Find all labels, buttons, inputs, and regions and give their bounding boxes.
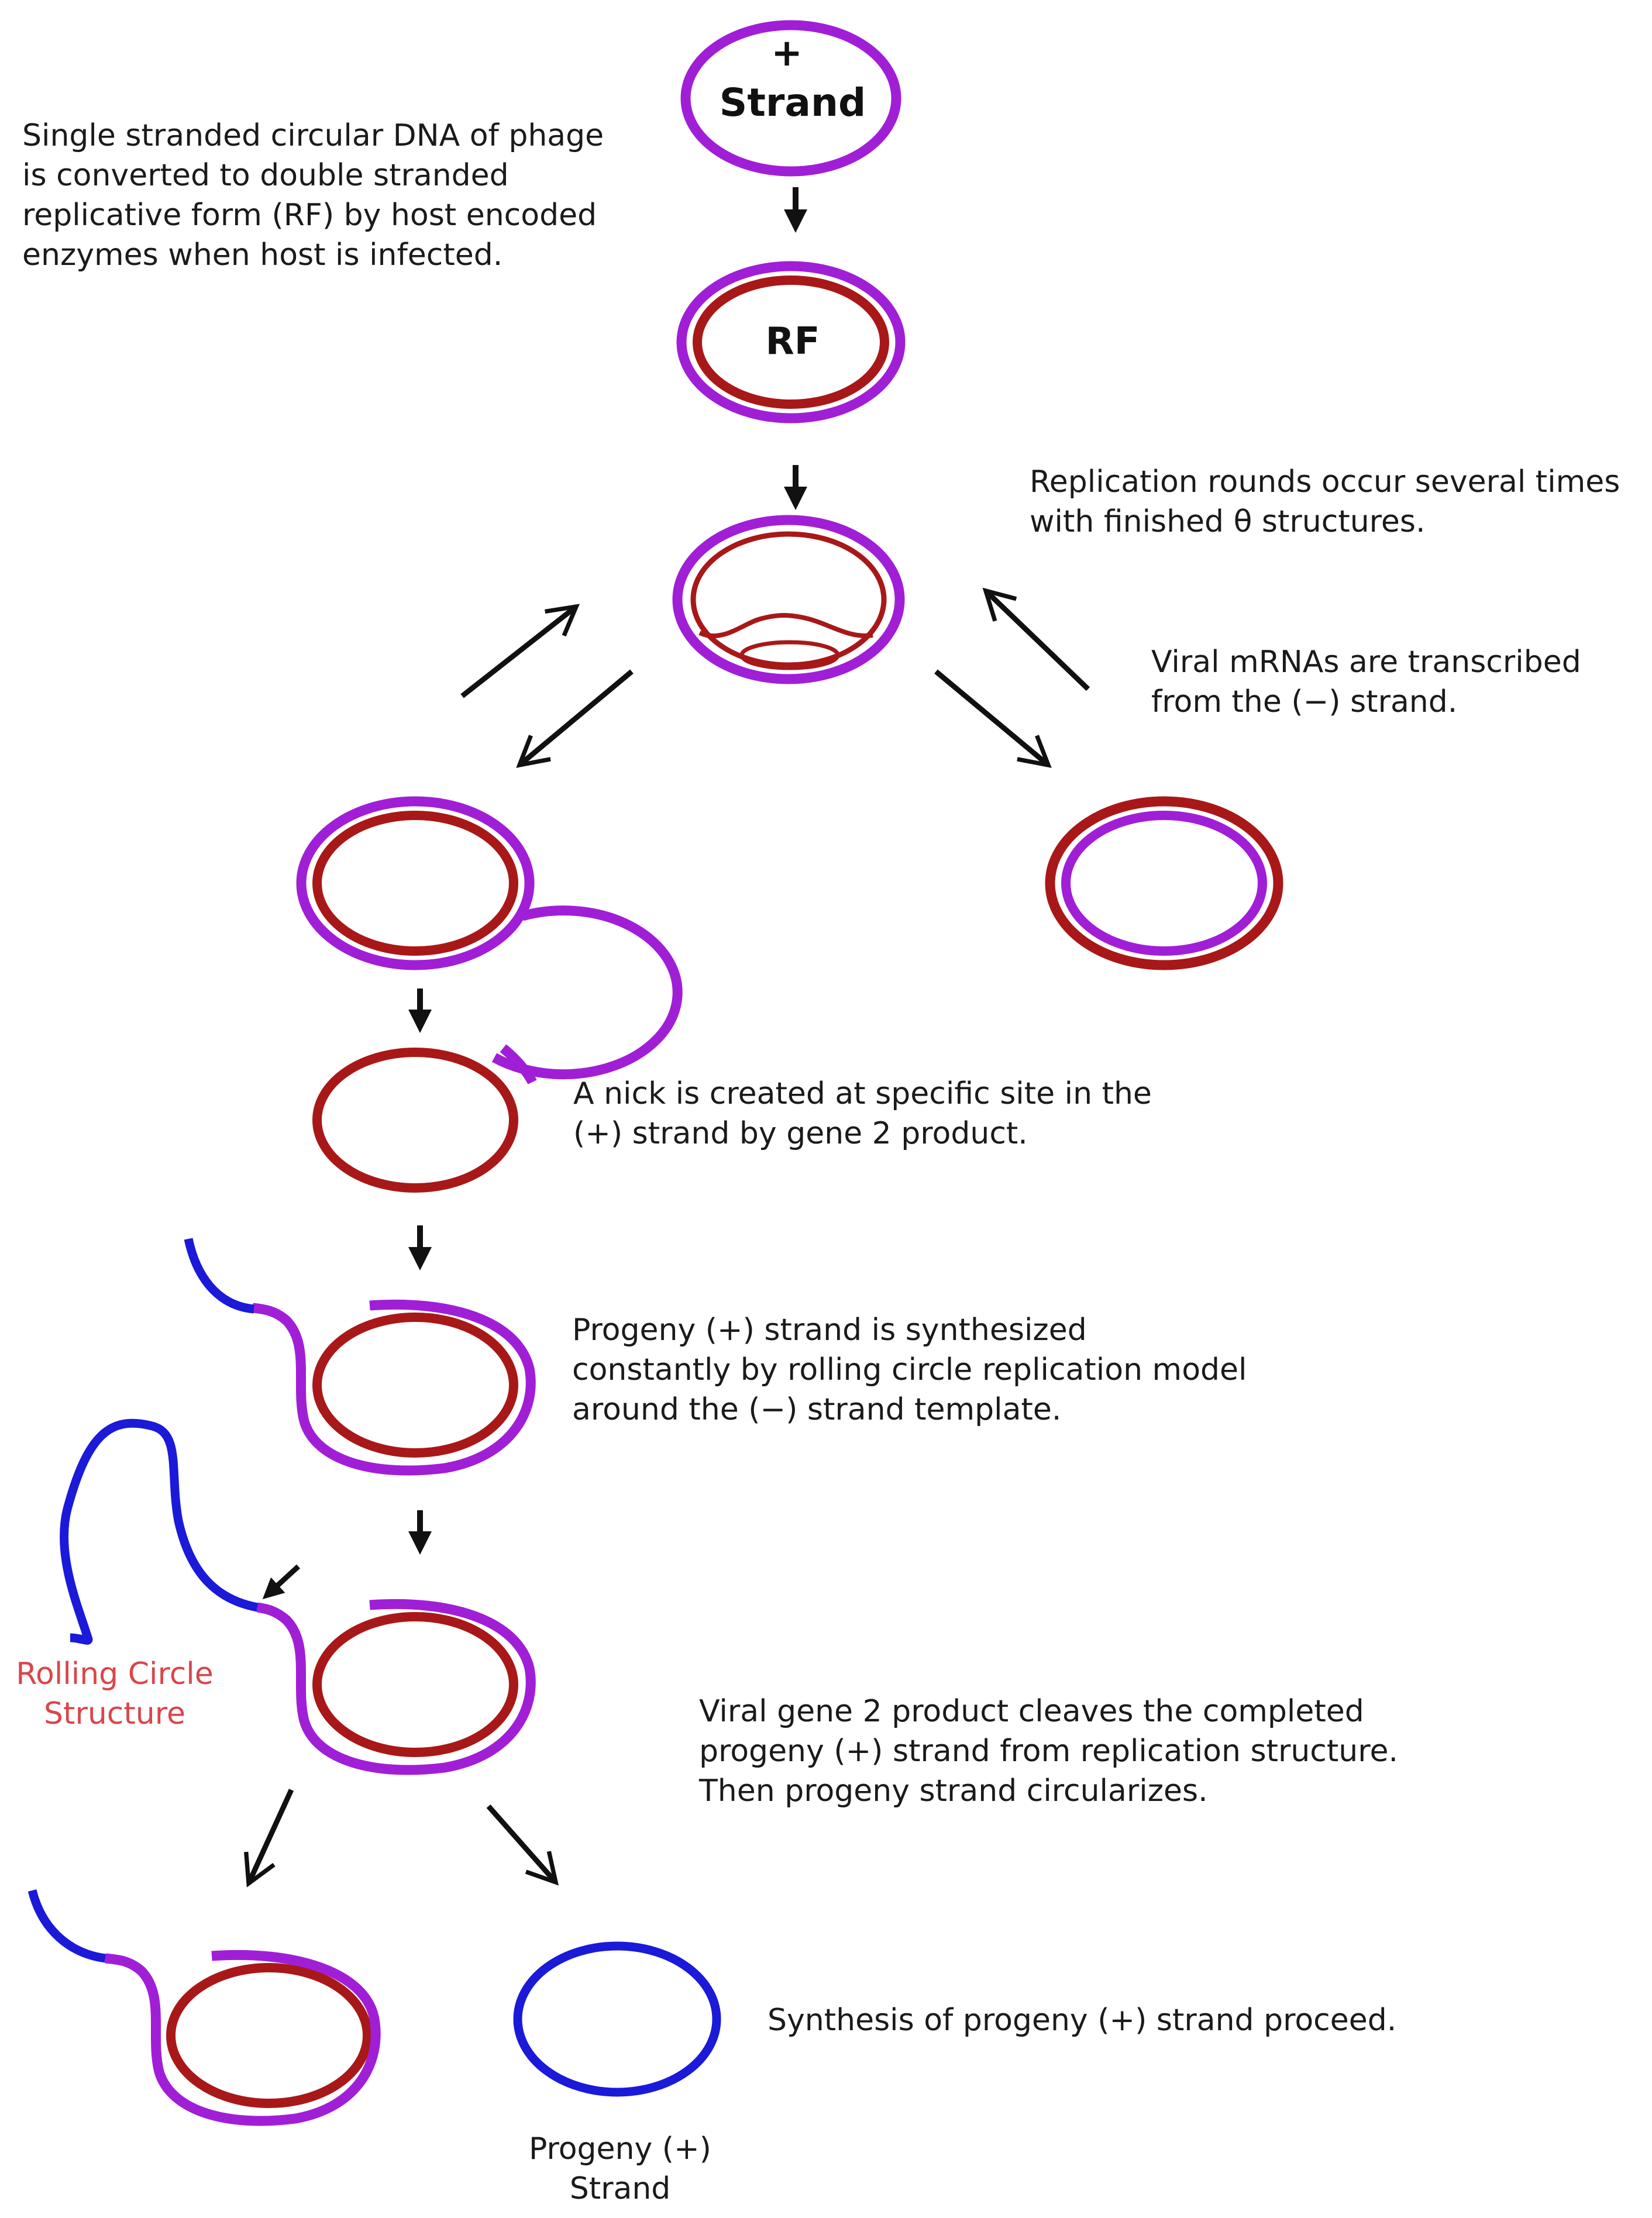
nick-pointer-arrow	[262, 1564, 301, 1600]
rolling-circle-label: Rolling Circle Structure	[16, 1656, 214, 1731]
rf-circle-left	[296, 796, 535, 970]
rolling-circle-structure	[60, 1418, 536, 1775]
arrow-up-right	[982, 587, 1090, 691]
rolling-circle-early	[184, 1238, 536, 1476]
strand-label: Strand	[720, 80, 866, 125]
note-replication-rounds: Replication rounds occur several times w…	[1030, 464, 1620, 539]
note-nick: A nick is created at specific site in th…	[573, 1076, 1152, 1151]
progeny-strand-label: Progeny (+) Strand	[529, 2131, 711, 2206]
progeny-circle	[513, 1941, 721, 2097]
rf-circle-right	[1045, 796, 1283, 970]
plus-label: +	[771, 32, 803, 75]
arrow-split-left	[244, 1789, 294, 1888]
rolling-circle-continued	[27, 1889, 381, 2126]
arrow-up-left	[460, 604, 580, 698]
arrow-down-right	[934, 669, 1052, 768]
rf-label: RF	[766, 320, 820, 363]
nicked-circle	[312, 905, 683, 1193]
plus-strand-circle: + Strand	[680, 20, 901, 177]
arrow-down-left	[516, 669, 634, 768]
note-conversion: Single stranded circular DNA of phage is…	[22, 118, 604, 273]
theta-structure	[672, 515, 905, 684]
note-cleave: Viral gene 2 product cleaves the complet…	[699, 1694, 1398, 1809]
rf-circle: RF	[676, 261, 906, 423]
note-rolling: Progeny (+) strand is synthesized consta…	[572, 1313, 1247, 1427]
note-viral-mrna: Viral mRNAs are transcribed from the (−)…	[1151, 645, 1581, 719]
note-proceed: Synthesis of progeny (+) strand proceed.	[768, 2003, 1397, 2038]
arrow-split-right	[486, 1804, 559, 1886]
